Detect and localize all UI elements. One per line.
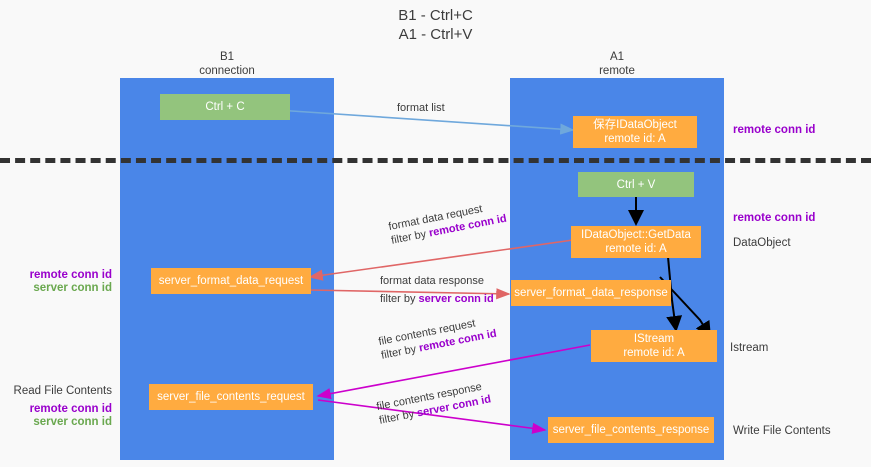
annotation-dataobject: DataObject xyxy=(733,237,791,249)
edge-label-file-contents-response: file contents response filter by server … xyxy=(375,379,493,428)
column-header-b1: B1 connection xyxy=(120,50,334,78)
annotation-left-server-conn-id-mid: server conn id xyxy=(33,282,112,294)
node-save-idataobject[interactable]: 保存IDataObject remote id: A xyxy=(573,116,697,148)
node-save-idataobject-line2: remote id: A xyxy=(604,133,666,145)
node-server-format-data-response-label: server_format_data_response xyxy=(514,287,668,299)
annotation-left-remote-conn-id-mid: remote conn id xyxy=(29,269,112,281)
node-istream-line1: IStream xyxy=(633,333,675,345)
fdres-highlight: server conn id xyxy=(418,293,494,305)
annotation-left-server-conn-id-low: server conn id xyxy=(33,416,112,428)
node-server-file-contents-response[interactable]: server_file_contents_response xyxy=(548,417,714,443)
edge-label-file-contents-request: file contents request filter by remote c… xyxy=(377,313,498,363)
node-server-file-contents-request[interactable]: server_file_contents_request xyxy=(149,384,313,410)
node-idataobject-getdata-line2: remote id: A xyxy=(605,243,667,255)
node-ctrl-c[interactable]: Ctrl + C xyxy=(160,94,290,120)
column-header-a1-name: A1 xyxy=(609,51,625,63)
node-server-file-contents-request-label: server_file_contents_request xyxy=(157,391,305,403)
node-ctrl-v[interactable]: Ctrl + V xyxy=(578,172,694,197)
title-line-2: A1 - Ctrl+V xyxy=(398,26,473,43)
node-istream-line2: remote id: A xyxy=(623,347,685,359)
node-save-idataobject-line1: 保存IDataObject xyxy=(593,119,677,131)
phase-separator xyxy=(0,158,871,163)
node-idataobject-getdata[interactable]: IDataObject::GetData remote id: A xyxy=(571,226,701,258)
edge-label-format-data-request: format data request filter by remote con… xyxy=(387,198,508,248)
annotation-remote-conn-id-mid: remote conn id xyxy=(733,212,816,224)
title-line-1: B1 - Ctrl+C xyxy=(398,7,473,24)
node-idataobject-getdata-line1: IDataObject::GetData xyxy=(581,229,691,241)
edge-label-format-list: format list xyxy=(397,101,445,115)
node-server-format-data-request[interactable]: server_format_data_request xyxy=(151,268,311,294)
annotation-read-file-contents: Read File Contents xyxy=(13,385,112,397)
edge-label-format-list-text: format list xyxy=(397,102,445,114)
fdres-prefix: filter by xyxy=(380,293,419,305)
annotation-write-file-contents: Write File Contents xyxy=(733,425,831,437)
page-title: B1 - Ctrl+C A1 - Ctrl+V xyxy=(0,6,871,44)
column-header-b1-sub: connection xyxy=(199,65,255,77)
annotation-left-remote-conn-id-low: remote conn id xyxy=(29,403,112,415)
edge-label-format-data-response-line1: format data response xyxy=(380,275,484,287)
node-server-file-contents-response-label: server_file_contents_response xyxy=(552,424,710,436)
node-ctrl-c-label: Ctrl + C xyxy=(205,101,245,113)
node-server-format-data-response[interactable]: server_format_data_response xyxy=(511,280,671,306)
node-server-format-data-request-label: server_format_data_request xyxy=(158,275,304,287)
node-istream[interactable]: IStream remote id: A xyxy=(591,330,717,362)
annotation-remote-conn-id-top: remote conn id xyxy=(733,124,816,136)
column-header-a1: A1 remote xyxy=(510,50,724,78)
column-header-b1-name: B1 xyxy=(219,51,235,63)
edge-label-format-data-response: format data response filter by server co… xyxy=(380,274,494,306)
edge-label-format-data-response-line2: filter by server conn id xyxy=(380,292,494,306)
column-header-a1-sub: remote xyxy=(599,65,635,77)
node-ctrl-v-label: Ctrl + V xyxy=(616,178,656,191)
annotation-istream: Istream xyxy=(730,342,769,354)
